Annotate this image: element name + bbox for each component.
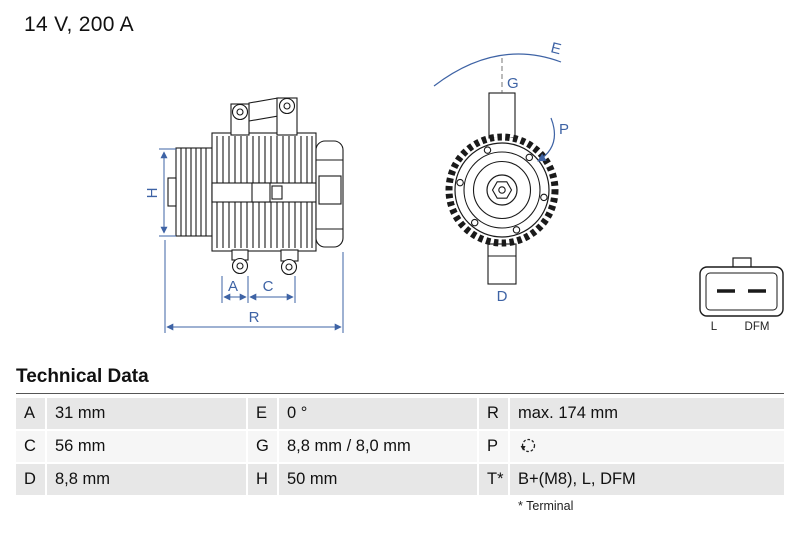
- cell-value-d: 8,8 mm: [47, 464, 246, 495]
- cell-value-e: 0 °: [279, 398, 477, 429]
- bolt-hole: [525, 153, 534, 162]
- cell-value-t: B+(M8), L, DFM: [510, 464, 784, 495]
- bolt-hole: [540, 193, 548, 202]
- dim-label-e: E: [549, 39, 563, 58]
- shaft-center: [498, 186, 506, 194]
- dim-ac-extensions: [221, 276, 296, 303]
- ear-hole-right: [278, 97, 296, 115]
- title-divider: [16, 393, 784, 394]
- inner-ring: [472, 160, 532, 220]
- dim-label-g: G: [507, 75, 519, 92]
- dim-p-arrow: [537, 117, 555, 162]
- ear-hole-right-inner: [283, 102, 291, 110]
- connector-label-dfm: DFM: [745, 321, 770, 333]
- pulley-grooves: [180, 148, 207, 236]
- cell-label-h: H: [248, 464, 277, 495]
- dim-r-extensions: [164, 240, 344, 333]
- cell-label-g: G: [248, 431, 277, 462]
- dim-label-a: A: [228, 278, 238, 295]
- dim-label-c: C: [263, 278, 274, 295]
- alternator-side-view: [167, 97, 344, 276]
- cell-value-g: 8,8 mm / 8,0 mm: [279, 431, 477, 462]
- alternator-front-view: [445, 58, 559, 285]
- technical-data-table: A 31 mm E 0 ° R max. 174 mm C 56 mm G 8,…: [16, 398, 784, 495]
- bolt-hole: [512, 226, 521, 234]
- mid-ring: [463, 151, 541, 229]
- cell-value-c: 56 mm: [47, 431, 246, 462]
- connector-outer: [699, 266, 784, 317]
- cell-label-d: D: [16, 464, 45, 495]
- cell-label-p: P: [479, 431, 508, 462]
- cell-label-a: A: [16, 398, 45, 429]
- rotation-direction-icon: [520, 438, 536, 452]
- front-view-dimensions: E G P D: [433, 39, 569, 305]
- dim-label-p: P: [559, 121, 569, 138]
- rear-terminal-block: [318, 175, 342, 205]
- rear-cover-lines: [316, 159, 343, 230]
- cell-label-t: T*: [479, 464, 508, 495]
- cell-value-a: 31 mm: [47, 398, 246, 429]
- connector-pinout: L DFM: [699, 257, 784, 333]
- ear-bridge: [248, 97, 279, 122]
- shaft-hex-nut: [491, 181, 513, 199]
- cell-value-p: [510, 431, 784, 462]
- hub: [486, 174, 518, 206]
- lug-hole-left: [231, 257, 249, 275]
- cell-label-r: R: [479, 398, 508, 429]
- ear-hole-left-inner: [236, 108, 244, 116]
- housing-mid-detail-2: [271, 185, 283, 200]
- terminal-footnote: * Terminal: [518, 499, 574, 513]
- section-title: Technical Data: [16, 366, 149, 387]
- bolt-hole: [456, 178, 464, 187]
- technical-data-section: Technical Data A 31 mm E 0 ° R max. 174 …: [16, 366, 784, 513]
- connector-label-l: L: [711, 321, 718, 333]
- voltage-current-rating: 14 V, 200 A: [24, 13, 134, 36]
- lug-hole-right: [280, 258, 298, 276]
- housing-mid-detail: [251, 182, 271, 203]
- side-view-dimensions: H A C R: [144, 148, 344, 333]
- ear-hole-left: [231, 103, 249, 121]
- dim-h-extensions: [159, 148, 176, 237]
- cell-value-h: 50 mm: [279, 464, 477, 495]
- cell-label-c: C: [16, 431, 45, 462]
- bolt-hole: [470, 218, 479, 227]
- dim-e-arc: [433, 53, 562, 87]
- connector-inner: [705, 272, 778, 311]
- lug-hole-left-inner: [236, 262, 244, 270]
- bolt-hole: [483, 146, 492, 154]
- technical-drawing: H A C R: [144, 39, 784, 333]
- dim-label-h: H: [144, 188, 161, 199]
- cell-value-r: max. 174 mm: [510, 398, 784, 429]
- dim-label-r: R: [249, 309, 260, 326]
- shaft-nut: [167, 177, 177, 207]
- top-terminal-block: [488, 92, 516, 139]
- cell-label-e: E: [248, 398, 277, 429]
- dim-label-d: D: [497, 288, 508, 305]
- bottom-mount-tab: [487, 243, 517, 285]
- lug-hole-right-inner: [285, 263, 293, 271]
